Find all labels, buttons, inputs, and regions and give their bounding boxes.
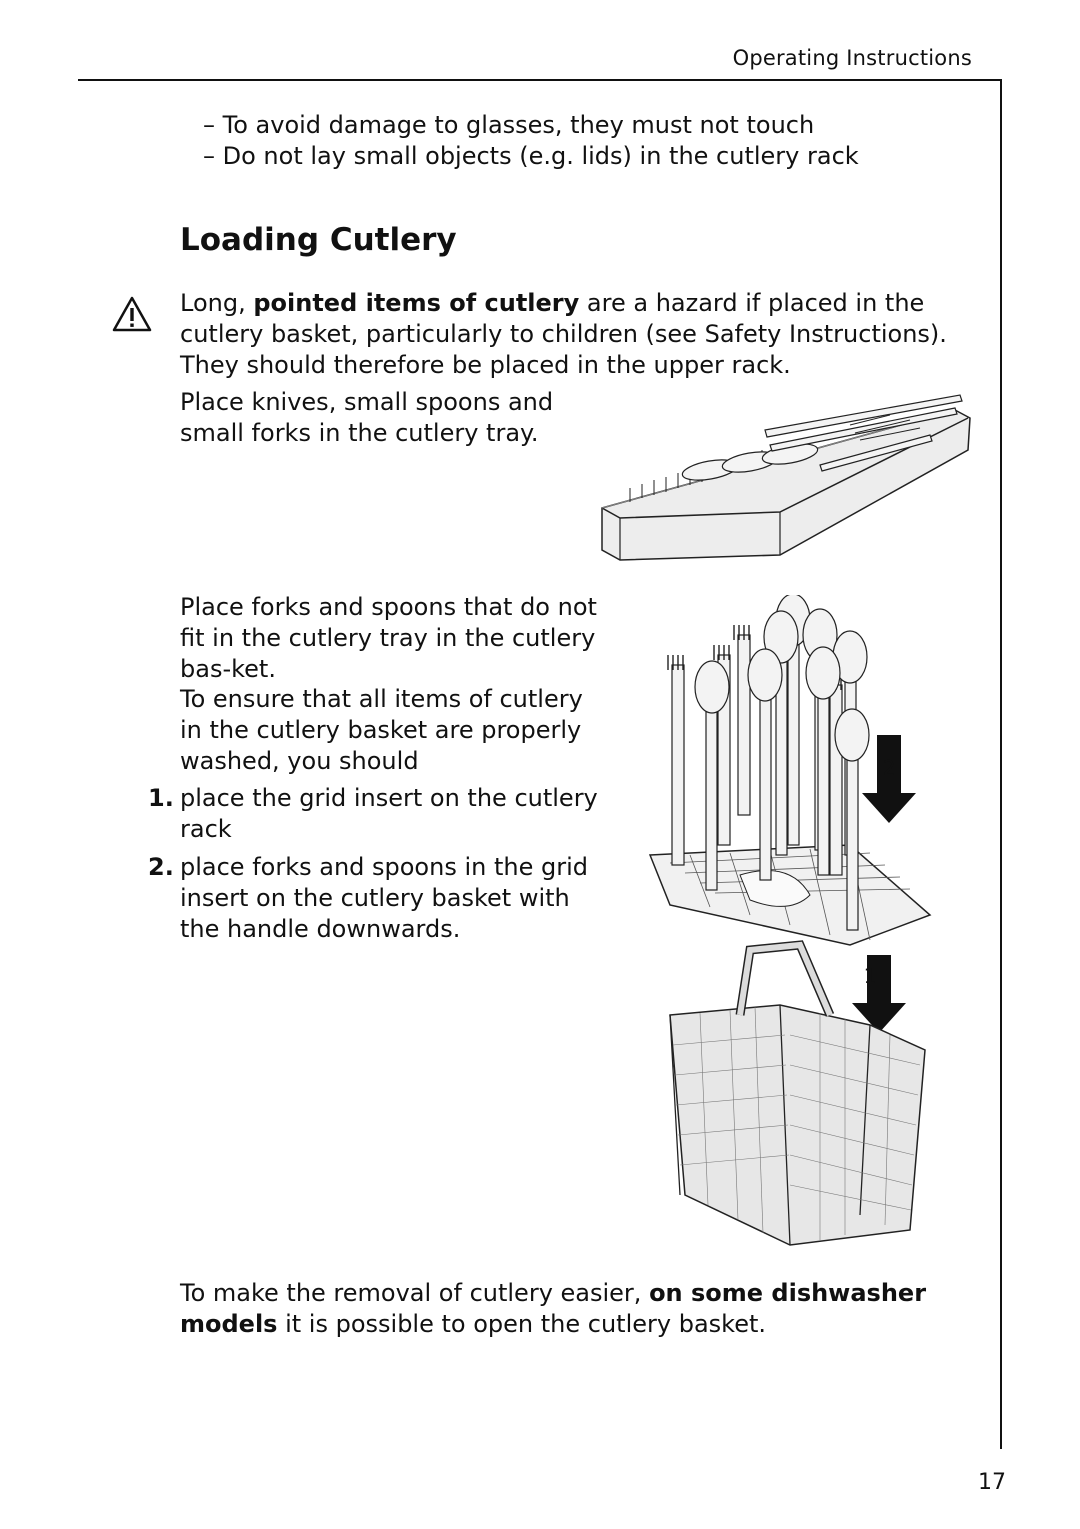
step-number: 2. [148, 853, 174, 881]
header-section-label: Operating Instructions [732, 46, 972, 70]
footer-note-lead: To make the removal of cutlery easier, [180, 1279, 650, 1307]
tray-paragraph: Place knives, small spoons and small for… [180, 388, 554, 447]
section-title: Loading Cutlery [180, 222, 457, 258]
arrow-label-1: 1 [864, 964, 877, 988]
bullet-item: – Do not lay small objects (e.g. lids) i… [203, 141, 859, 172]
cutlery-tray-illustration [601, 394, 971, 561]
warning-paragraph: Long, pointed items of cutlery are a haz… [180, 288, 950, 381]
bullet-item: – To avoid damage to glasses, they must … [203, 110, 814, 141]
warning-rest: are a hazard if placed in the cutlery ba… [180, 289, 947, 379]
step-item: 1. place the grid insert on the cutlery … [148, 783, 598, 845]
basket-paragraph-1: Place forks and spoons that do not fit i… [180, 593, 597, 683]
warning-emphasis: pointed items of cutlery [253, 289, 580, 317]
right-margin-rule [1000, 79, 1002, 1449]
bullet-text: Do not lay small objects (e.g. lids) in … [222, 142, 859, 170]
warning-exclamation-icon [112, 296, 152, 332]
step-number: 1. [148, 784, 174, 812]
bullet-dash: – [203, 142, 215, 170]
arrow-label-2: 2 [883, 756, 896, 780]
header-rule [78, 79, 1002, 81]
warning-lead: Long, [180, 289, 254, 317]
basket-paragraph-2: To ensure that all items of cutlery in t… [180, 685, 583, 775]
step-text: place the grid insert on the cutlery rac… [180, 784, 598, 843]
page-number: 17 [978, 1470, 1006, 1495]
footer-note-emphasis: on some dishwasher models [180, 1279, 927, 1338]
cutlery-basket-illustration: 2 1 [648, 595, 932, 1246]
step-item: 2. place forks and spoons in the grid in… [148, 852, 598, 945]
step-text: place forks and spoons in the grid inser… [180, 853, 588, 943]
footer-note: To make the removal of cutlery easier, o… [180, 1278, 980, 1340]
bullet-text: To avoid damage to glasses, they must no… [222, 111, 815, 139]
footer-note-rest: it is possible to open the cutlery baske… [277, 1310, 766, 1338]
bullet-dash: – [203, 111, 215, 139]
